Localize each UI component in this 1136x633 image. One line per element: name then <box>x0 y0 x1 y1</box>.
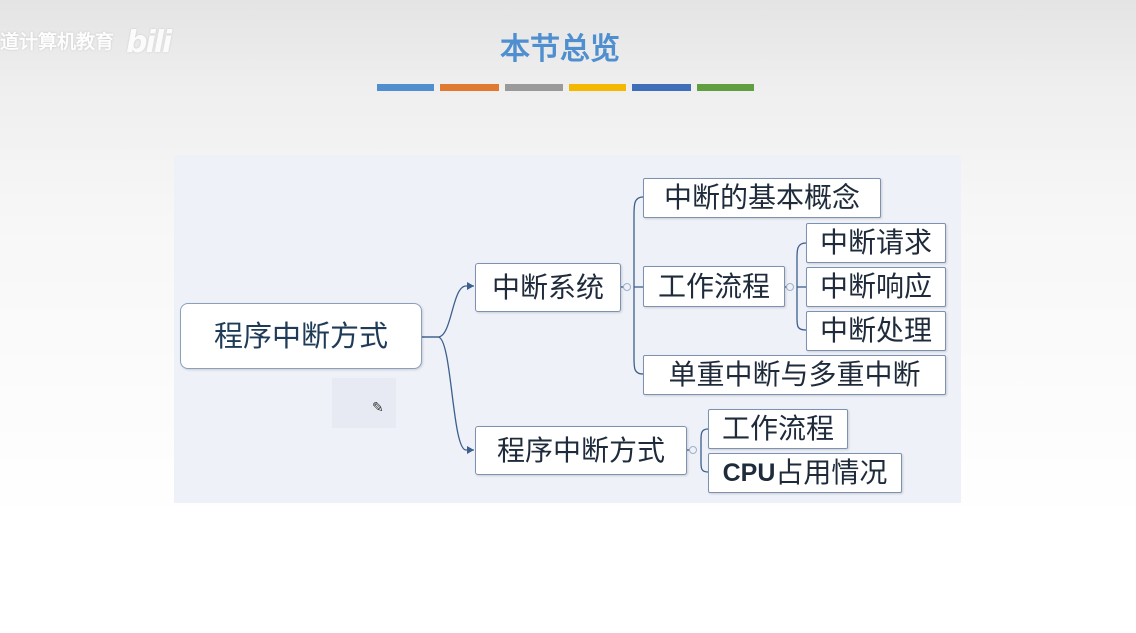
link-root-to-branch2 <box>422 336 474 451</box>
node-interrupt-request[interactable]: 中断请求 <box>806 223 946 263</box>
root-node-label: 程序中断方式 <box>213 318 388 353</box>
divider-bar-yellow <box>569 84 626 91</box>
collapse-dot-branch1 <box>623 283 631 291</box>
root-node[interactable]: 程序中断方式 <box>180 303 422 369</box>
node-interrupt-request-label: 中断请求 <box>819 226 932 259</box>
pencil-cursor-icon: ✎ <box>372 400 384 416</box>
color-divider <box>377 84 754 91</box>
branch-program-interrupt-mode-label: 程序中断方式 <box>496 433 665 467</box>
link-root-to-branch1 <box>422 285 474 338</box>
divider-bar-darkblue <box>632 84 691 91</box>
branch-program-interrupt-mode[interactable]: 程序中断方式 <box>475 426 687 475</box>
divider-bar-green <box>697 84 754 91</box>
node-workflow-2-label: 工作流程 <box>721 412 834 445</box>
node-cpu-usage-label: 占用情况 <box>775 456 888 489</box>
divider-bar-orange <box>440 84 499 91</box>
divider-bar-blue <box>377 84 434 91</box>
branch-interrupt-system[interactable]: 中断系统 <box>475 263 621 312</box>
page-title: 本节总览 <box>500 32 620 67</box>
divider-bar-gray <box>505 84 563 91</box>
node-interrupt-handling-label: 中断处理 <box>819 314 932 347</box>
collapse-dot-workflow <box>786 283 794 291</box>
node-cpu-usage-prefix: CPU <box>722 458 776 487</box>
node-basic-concept[interactable]: 中断的基本概念 <box>643 178 881 218</box>
arrow-branch1 <box>467 282 474 290</box>
branch-interrupt-system-label: 中断系统 <box>491 270 604 304</box>
watermark-text: 道计算机教育 <box>0 31 115 53</box>
bilibili-logo-icon: bili <box>126 25 172 60</box>
node-single-multi-interrupt-label: 单重中断与多重中断 <box>668 358 921 391</box>
node-workflow-1-label: 工作流程 <box>657 269 770 303</box>
node-interrupt-response-label: 中断响应 <box>819 270 932 303</box>
watermark: 道计算机教育 bili <box>0 25 172 60</box>
node-basic-concept-label: 中断的基本概念 <box>663 181 860 214</box>
cursor-area <box>332 378 396 428</box>
node-interrupt-response[interactable]: 中断响应 <box>806 267 946 307</box>
node-interrupt-handling[interactable]: 中断处理 <box>806 311 946 351</box>
node-single-multi-interrupt[interactable]: 单重中断与多重中断 <box>643 355 946 395</box>
arrow-branch2 <box>467 446 474 454</box>
collapse-dot-branch2 <box>689 446 697 454</box>
node-workflow-2[interactable]: 工作流程 <box>708 409 848 449</box>
node-workflow-1[interactable]: 工作流程 <box>643 266 785 307</box>
